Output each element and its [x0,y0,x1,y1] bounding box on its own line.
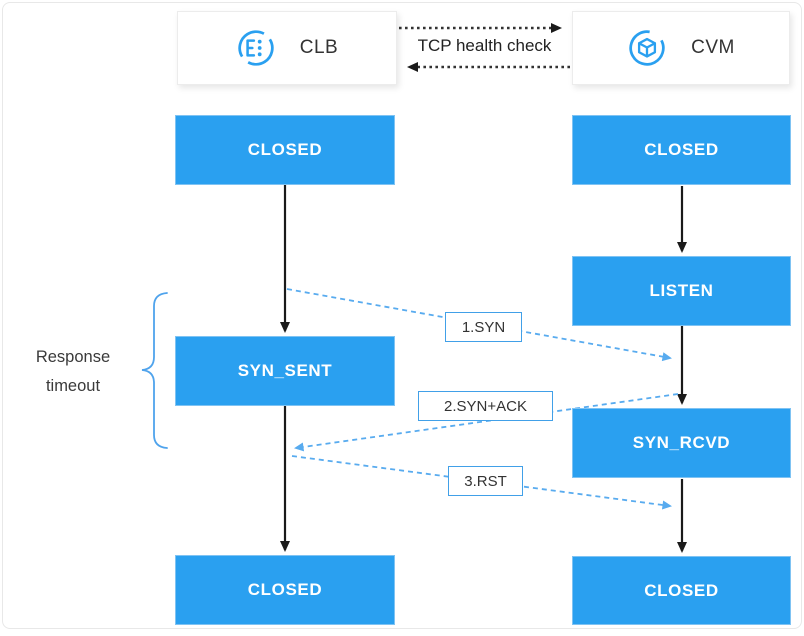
clb-node: CLB [177,11,397,85]
message-label-syn-ack: 2.SYN+ACK [418,391,553,421]
clb-node-label: CLB [299,37,339,58]
clb-state-syn-sent: SYN_SENT [175,336,395,406]
cvm-node-label: CVM [691,37,735,58]
cvm-state-syn-rcvd: SYN_RCVD [572,408,791,478]
cvm-state-closed-initial: CLOSED [572,115,791,185]
response-timeout-brace [141,292,168,449]
cvm-state-closed-final: CLOSED [572,556,791,625]
health-check-link-label: TCP health check [417,36,552,55]
message-label-syn: 1.SYN [445,312,522,342]
clb-state-closed-final: CLOSED [175,555,395,625]
cvm-state-listen: LISTEN [572,256,791,326]
response-timeout-note: Response timeout [35,348,111,395]
message-label-rst: 3.RST [448,466,523,496]
clb-load-balancer-icon [238,30,274,66]
clb-state-closed-initial: CLOSED [175,115,395,185]
cvm-node: CVM [572,11,790,85]
cvm-server-icon [629,30,665,66]
